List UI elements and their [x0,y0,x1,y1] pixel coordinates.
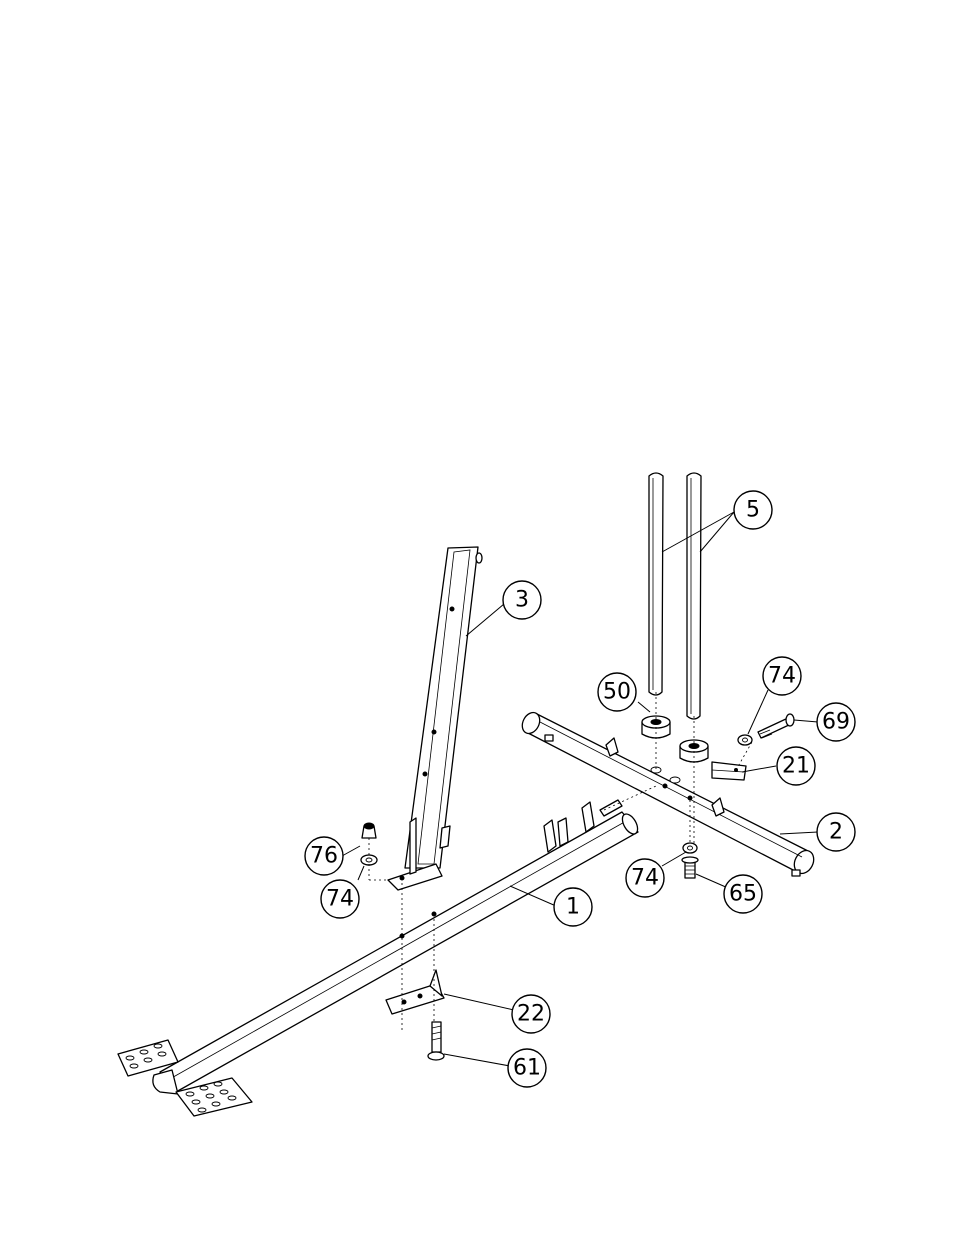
callout-3-label: 3 [515,588,529,613]
washer-part-74-left [361,855,377,865]
callout-76-label: 76 [310,844,338,869]
callout-1: 1 [554,888,592,926]
callout-76: 76 [305,837,343,875]
callout-21: 21 [777,747,815,785]
callout-21-label: 21 [782,754,810,779]
callout-69-label: 69 [822,710,850,735]
leader-lines [342,512,818,1066]
upright-tubes-part-5 [649,473,701,719]
callout-65-label: 65 [729,882,757,907]
callout-3: 3 [503,581,541,619]
bolt-part-69 [758,714,794,738]
callout-61-label: 61 [513,1056,541,1081]
callout-74-lower: 74 [626,859,664,897]
callout-61: 61 [508,1049,546,1087]
incline-post-part-3 [388,547,482,890]
callout-74-lower-label: 74 [631,866,659,891]
bracket-part-21 [712,762,746,780]
bolt-part-65 [682,857,698,878]
callout-22: 22 [512,995,550,1033]
washer-part-74-upper [738,735,752,745]
callout-5-label: 5 [746,498,760,523]
callout-74-upper-label: 74 [768,664,796,689]
nut-part-76 [362,823,376,838]
callout-2-label: 2 [829,820,843,845]
callout-65: 65 [724,875,762,913]
callout-50-label: 50 [603,680,631,705]
bracket-part-22 [386,970,444,1014]
callout-74-left-label: 74 [326,887,354,912]
callout-22-label: 22 [517,1002,545,1027]
callout-74-left: 74 [321,880,359,918]
washer-part-74-lower [683,843,697,853]
bolt-part-61 [428,1022,444,1060]
callout-74-upper: 74 [763,657,801,695]
callout-50: 50 [598,673,636,711]
callout-5: 5 [734,491,772,529]
callout-2: 2 [817,813,855,851]
callout-1-label: 1 [566,895,580,920]
bushings-part-50 [642,716,708,762]
callout-69: 69 [817,703,855,741]
main-beam-part-1 [153,800,641,1094]
